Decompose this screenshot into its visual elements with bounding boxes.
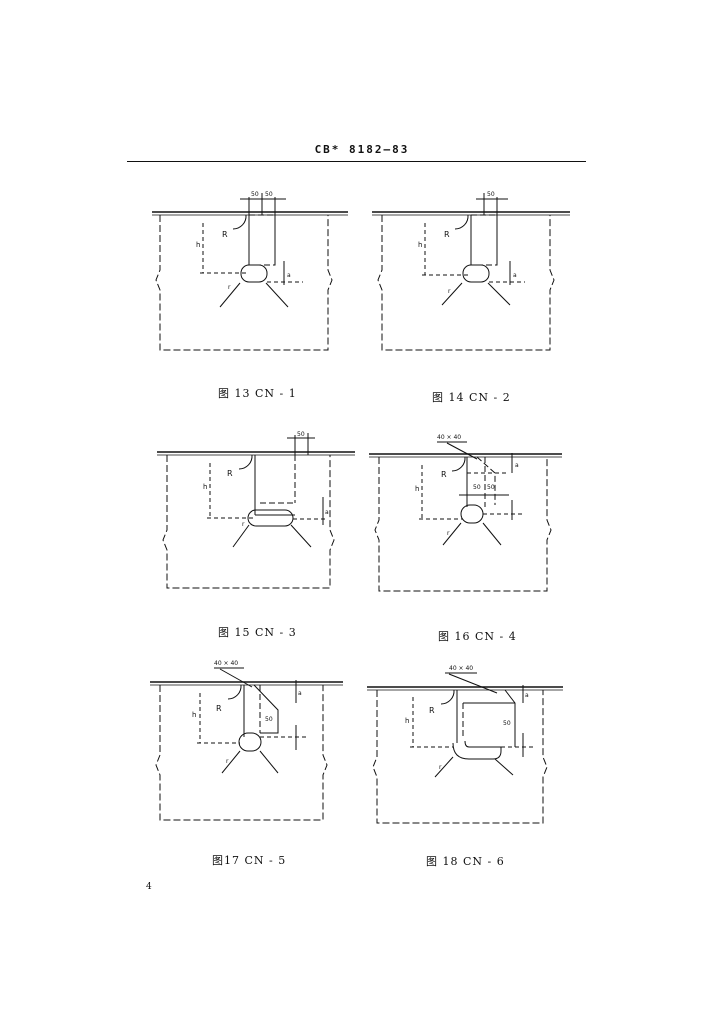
dim-label: 40 × 40 <box>449 665 473 672</box>
dim-label: 50 <box>503 720 511 727</box>
r-label: r <box>228 284 231 291</box>
dim-label: 50 <box>487 191 495 198</box>
a-label: a <box>525 692 529 699</box>
dim-label: 50 <box>473 484 481 491</box>
header-rule <box>127 161 586 162</box>
page-number: 4 <box>146 882 152 892</box>
dim-label: 50 <box>265 716 273 723</box>
figure-17-drawing: 40 × 40 50 R h a r <box>148 655 353 825</box>
dim-label: 50 <box>297 431 305 438</box>
figure-16-caption: 图 16 CN - 4 <box>438 630 517 643</box>
figure-17-caption: 图17 CN - 5 <box>212 854 287 867</box>
radius-label: R <box>222 230 228 239</box>
radius-label: R <box>444 230 450 239</box>
a-label: a <box>325 509 329 516</box>
height-label: h <box>196 241 200 249</box>
radius-label: R <box>429 706 435 715</box>
dim-label: 40 × 40 <box>214 660 238 667</box>
figure-13-caption: 图 13 CN - 1 <box>218 387 297 400</box>
radius-label: R <box>441 470 447 479</box>
figure-13-drawing: 50 50 R h a r <box>148 185 353 355</box>
standard-code-header: CB* 8182—83 <box>314 143 410 156</box>
figure-16-drawing: 40 × 40 50 50 R h a r <box>367 425 572 595</box>
r-label: r <box>439 764 442 771</box>
dim-label: 50 <box>251 191 259 198</box>
dim-label: 40 × 40 <box>437 434 461 441</box>
r-label: r <box>447 530 450 537</box>
height-label: h <box>405 717 409 725</box>
figure-15-drawing: 50 R h a r <box>155 425 360 595</box>
height-label: h <box>418 241 422 249</box>
dim-label: 50 <box>265 191 273 198</box>
r-label: r <box>448 288 451 295</box>
dim-label: 50 <box>487 484 495 491</box>
height-label: h <box>192 711 196 719</box>
a-label: a <box>513 272 517 279</box>
figure-14-caption: 图 14 CN - 2 <box>432 391 511 404</box>
a-label: a <box>298 690 302 697</box>
a-label: a <box>515 462 519 469</box>
figure-15-caption: 图 15 CN - 3 <box>218 626 297 639</box>
a-label: a <box>287 272 291 279</box>
figure-18-drawing: 40 × 40 50 R h a r <box>365 657 570 827</box>
height-label: h <box>415 485 419 493</box>
radius-label: R <box>216 704 222 713</box>
r-label: r <box>226 758 229 765</box>
figure-18-caption: 图 18 CN - 6 <box>426 855 505 868</box>
figure-14-drawing: 50 R h a r <box>370 185 575 355</box>
radius-label: R <box>227 469 233 478</box>
r-label: r <box>242 521 245 528</box>
height-label: h <box>203 483 207 491</box>
